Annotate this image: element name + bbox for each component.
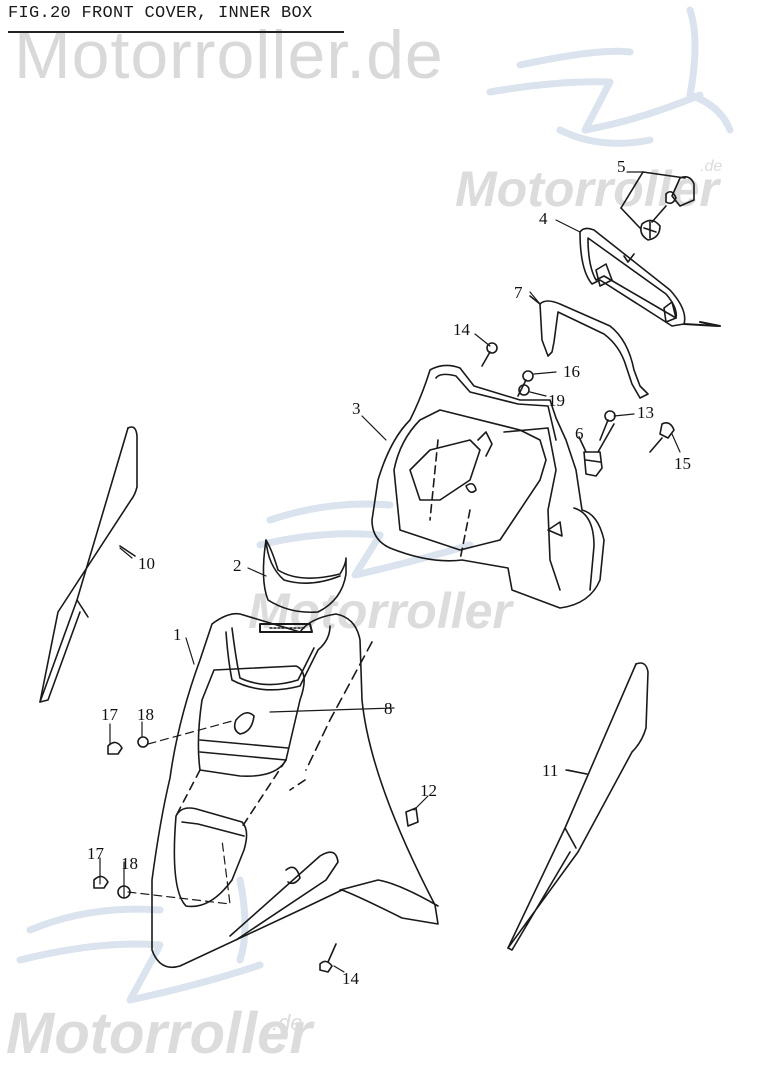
part-7-rod bbox=[529, 295, 649, 399]
callout-7: 7 bbox=[514, 283, 523, 302]
callout-14-upper: 14 bbox=[453, 320, 470, 339]
callout-5: 5 bbox=[617, 157, 626, 176]
title-underline bbox=[8, 31, 344, 33]
callout-8: 8 bbox=[384, 699, 393, 718]
part-11-right-strip bbox=[507, 662, 649, 951]
watermark-domain-bottom: .de bbox=[272, 1010, 303, 1035]
callout-18-lower: 18 bbox=[121, 854, 138, 873]
part-2-upper-cover-piece bbox=[262, 539, 347, 614]
callout-1: 1 bbox=[173, 625, 182, 644]
part-4-lid-frame bbox=[579, 227, 721, 327]
callout-6: 6 bbox=[575, 424, 584, 443]
callout-17-upper: 17 bbox=[101, 705, 118, 724]
watermark-domain-upper-right: .de bbox=[700, 158, 723, 175]
callout-19: 19 bbox=[548, 391, 565, 410]
part-3-inner-box bbox=[371, 364, 605, 609]
figure-title: FIG.20 FRONT COVER, INNER BOX bbox=[8, 4, 313, 23]
leader-lines bbox=[99, 171, 681, 973]
callout-13: 13 bbox=[637, 403, 654, 422]
part-1-front-cover bbox=[151, 612, 439, 969]
scooter-logo-icon bbox=[16, 6, 734, 1004]
part-5-lock-assembly bbox=[620, 171, 695, 241]
callout-4: 4 bbox=[539, 209, 548, 228]
hardware-fasteners bbox=[93, 342, 675, 973]
callout-11: 11 bbox=[542, 761, 559, 780]
callout-15: 15 bbox=[674, 454, 691, 473]
callout-14-lower: 14 bbox=[342, 969, 359, 988]
callout-12: 12 bbox=[420, 781, 437, 800]
callout-17-lower: 17 bbox=[87, 844, 104, 863]
part-10-left-strip bbox=[39, 426, 138, 703]
callout-2: 2 bbox=[233, 556, 242, 575]
callout-3: 3 bbox=[352, 399, 361, 418]
callout-10: 10 bbox=[138, 554, 155, 573]
callout-18-upper: 18 bbox=[137, 705, 154, 724]
callout-16: 16 bbox=[563, 362, 580, 381]
part-6-clip-bracket bbox=[578, 423, 615, 477]
